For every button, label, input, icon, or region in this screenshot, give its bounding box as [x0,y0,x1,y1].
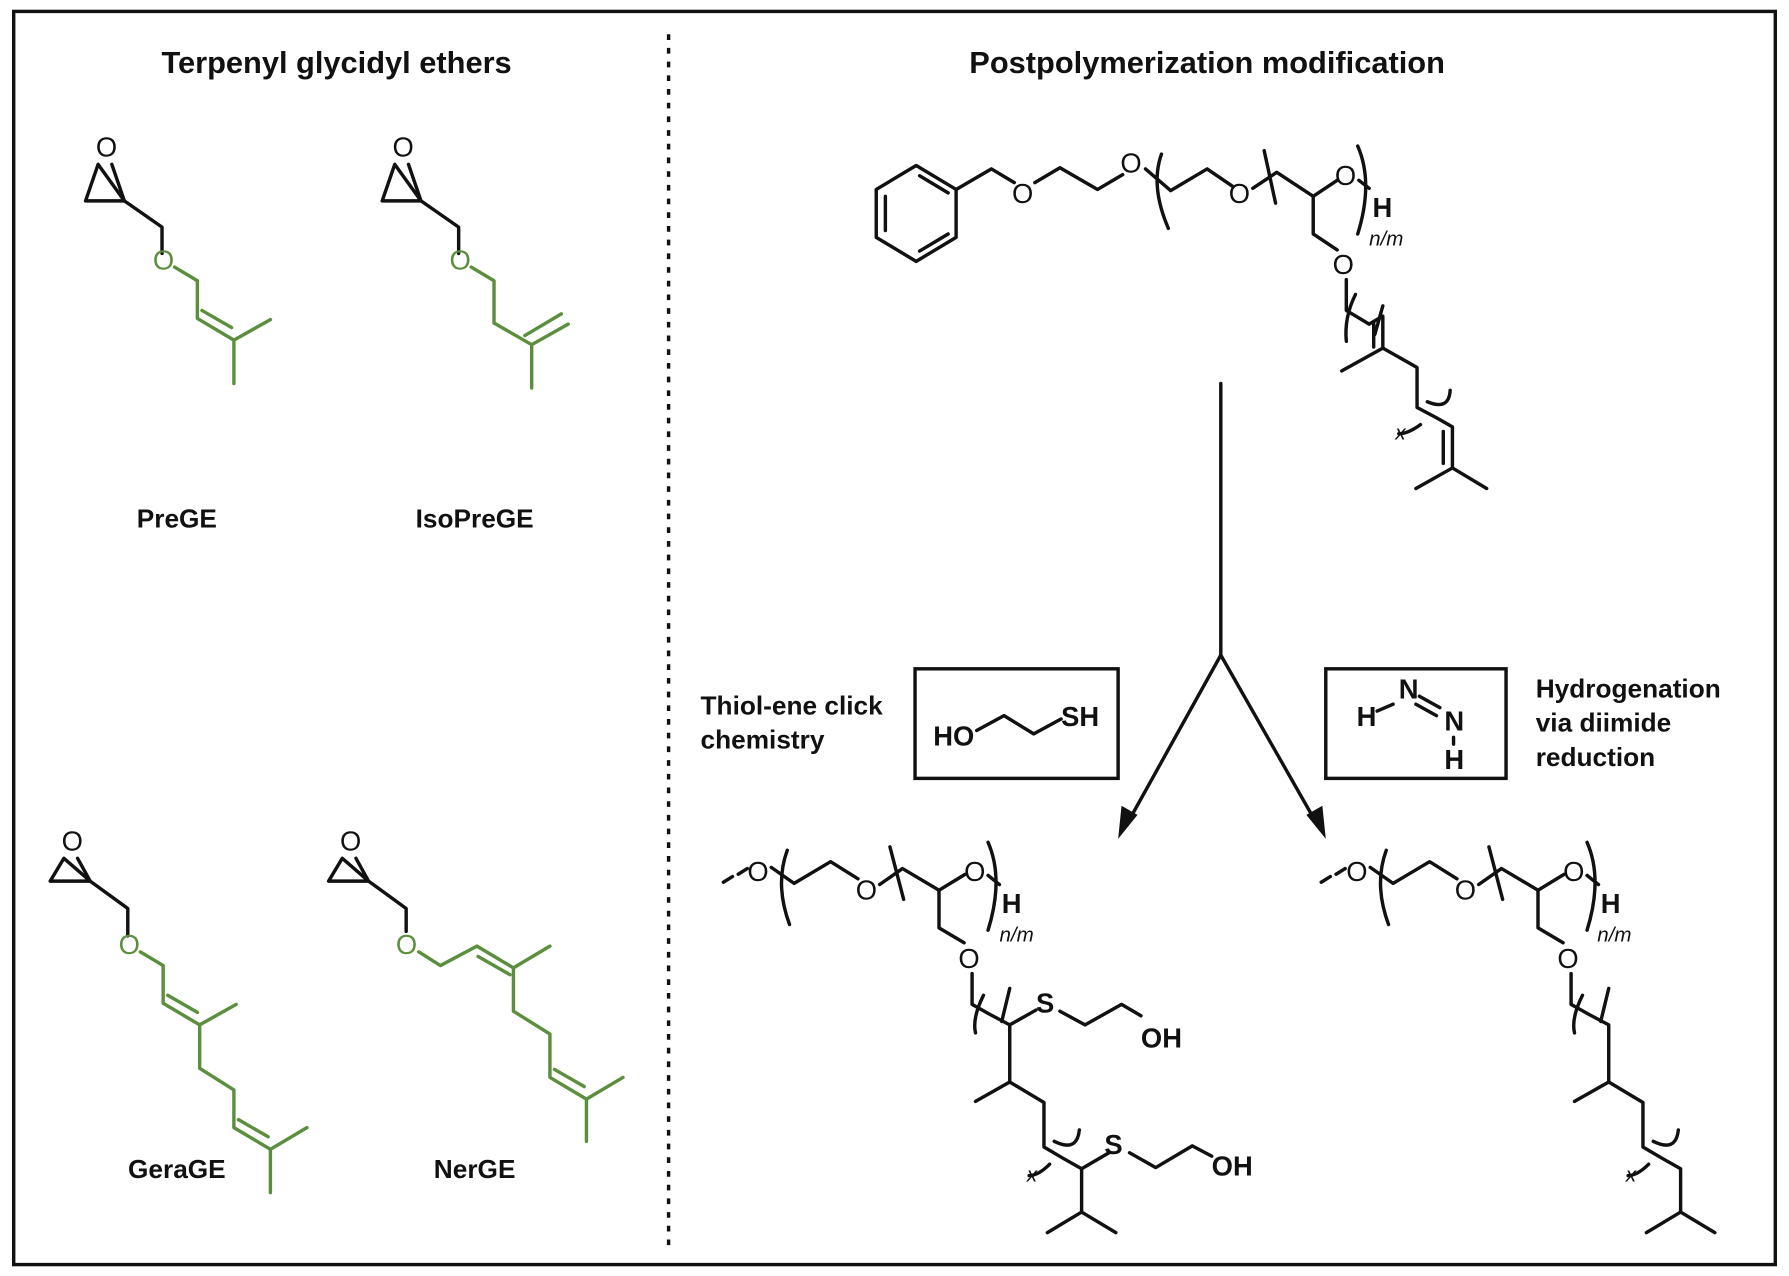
diimide-nitrogen-1: N [1399,673,1419,704]
ether-oxygen: O [1333,249,1354,280]
epoxide-oxygen: O [62,825,83,856]
ether-oxygen: O [1563,856,1584,887]
ether-oxygen: O [964,856,985,887]
molecule-prege: O O PreGE [83,131,273,533]
ether-oxygen: O [1346,856,1367,887]
figure-border [11,9,1778,1267]
molecule-gerage: O O GeraGE [48,825,309,1195]
right-panel-title: Postpolymerization modification [969,45,1445,80]
arrowhead-right-icon [1306,805,1326,839]
diimide-reagent-box [1324,667,1508,781]
ether-oxygen: O [747,856,768,887]
diimide-hydrogen-bottom: H [1444,744,1464,775]
terpene-repeat-label-x: x [1394,421,1406,444]
ether-oxygen: O [153,244,174,275]
monomer-name-prege: PreGE [137,503,217,533]
hydroxyl-group: OH [1141,1023,1182,1054]
product-hydrogenated: O O O H n/m O x [1319,840,1717,1235]
epoxide-oxygen: O [392,131,413,162]
thioether-sulfur: S [1104,1129,1122,1160]
thiol-reagent-box [913,667,1120,781]
reagent-thiol: SH [1061,701,1099,732]
hydrogenation-label-line1: Hydrogenation [1536,673,1721,703]
ether-oxygen: O [958,943,979,974]
monomer-name-nerge: NerGE [434,1154,516,1184]
starting-polymer: O O O O H n/m O x [874,144,1489,491]
hydrogenation-label-line3: reduction [1536,742,1655,772]
epoxide-oxygen: O [96,131,117,162]
thiol-ene-conditions: Thiol-ene click chemistry HO SH [701,667,1120,781]
repeat-label-n-m: n/m [1369,227,1403,250]
ether-oxygen: O [396,929,417,960]
hydrogenation-conditions: H N N H Hydrogenation via diimide reduct… [1324,667,1721,781]
thioether-sulfur: S [1036,987,1054,1018]
chain-end-hydrogen: H [1373,192,1393,223]
molecule-isoprege: O O IsoPreGE [380,131,570,533]
ether-oxygen: O [119,929,140,960]
monomer-name-isoprege: IsoPreGE [416,503,534,533]
left-panel: Terpenyl glycidyl ethers O O PreGE O O I… [48,45,625,1195]
molecule-nerge: O O NerGE [326,825,625,1184]
product-thiol-ene: O O O H n/m O S OH x S OH [721,840,1253,1235]
ether-oxygen: O [856,874,877,905]
terpene-repeat-label-x: x [1026,1163,1038,1186]
epoxide-oxygen: O [340,825,361,856]
hydroxyl-group: OH [1212,1151,1253,1182]
ether-oxygen: O [1229,178,1250,209]
chain-end-hydrogen: H [1601,888,1621,919]
repeat-label-n-m: n/m [999,924,1033,947]
right-panel: Postpolymerization modification O O O O … [701,45,1721,1235]
arrowhead-left-icon [1118,805,1138,839]
left-panel-title: Terpenyl glycidyl ethers [161,45,511,80]
monomer-name-gerage: GeraGE [128,1154,226,1184]
diimide-nitrogen-2: N [1444,705,1464,736]
ether-oxygen: O [1120,147,1141,178]
thiol-ene-label-line1: Thiol-ene click [701,690,884,720]
ether-oxygen: O [1455,874,1476,905]
thiol-ene-label-line2: chemistry [701,725,825,755]
reagent-hydroxyl: HO [933,720,974,751]
chain-end-hydrogen: H [1002,888,1022,919]
repeat-label-n-m: n/m [1597,924,1631,947]
diimide-hydrogen-left: H [1357,701,1377,732]
reaction-arrows [1118,381,1326,839]
ether-oxygen: O [1012,178,1033,209]
ether-oxygen: O [1557,943,1578,974]
hydrogenation-label-line2: via diimide [1536,708,1672,738]
ether-oxygen: O [450,244,471,275]
ether-oxygen: O [1335,160,1356,191]
terpene-repeat-label-x: x [1625,1163,1637,1186]
